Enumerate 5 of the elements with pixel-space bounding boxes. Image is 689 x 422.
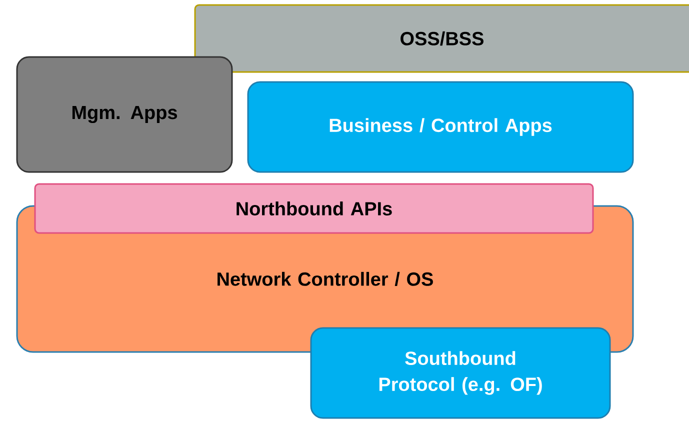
app-box: Mgm. Apps xyxy=(16,56,233,173)
app-box: Business / Control Apps xyxy=(247,81,634,173)
layer-band: OSS/BSS xyxy=(194,4,689,73)
protocol-box: Southbound Protocol (e.g. OF) xyxy=(310,327,611,419)
api-band: Northbound APIs xyxy=(34,183,594,234)
